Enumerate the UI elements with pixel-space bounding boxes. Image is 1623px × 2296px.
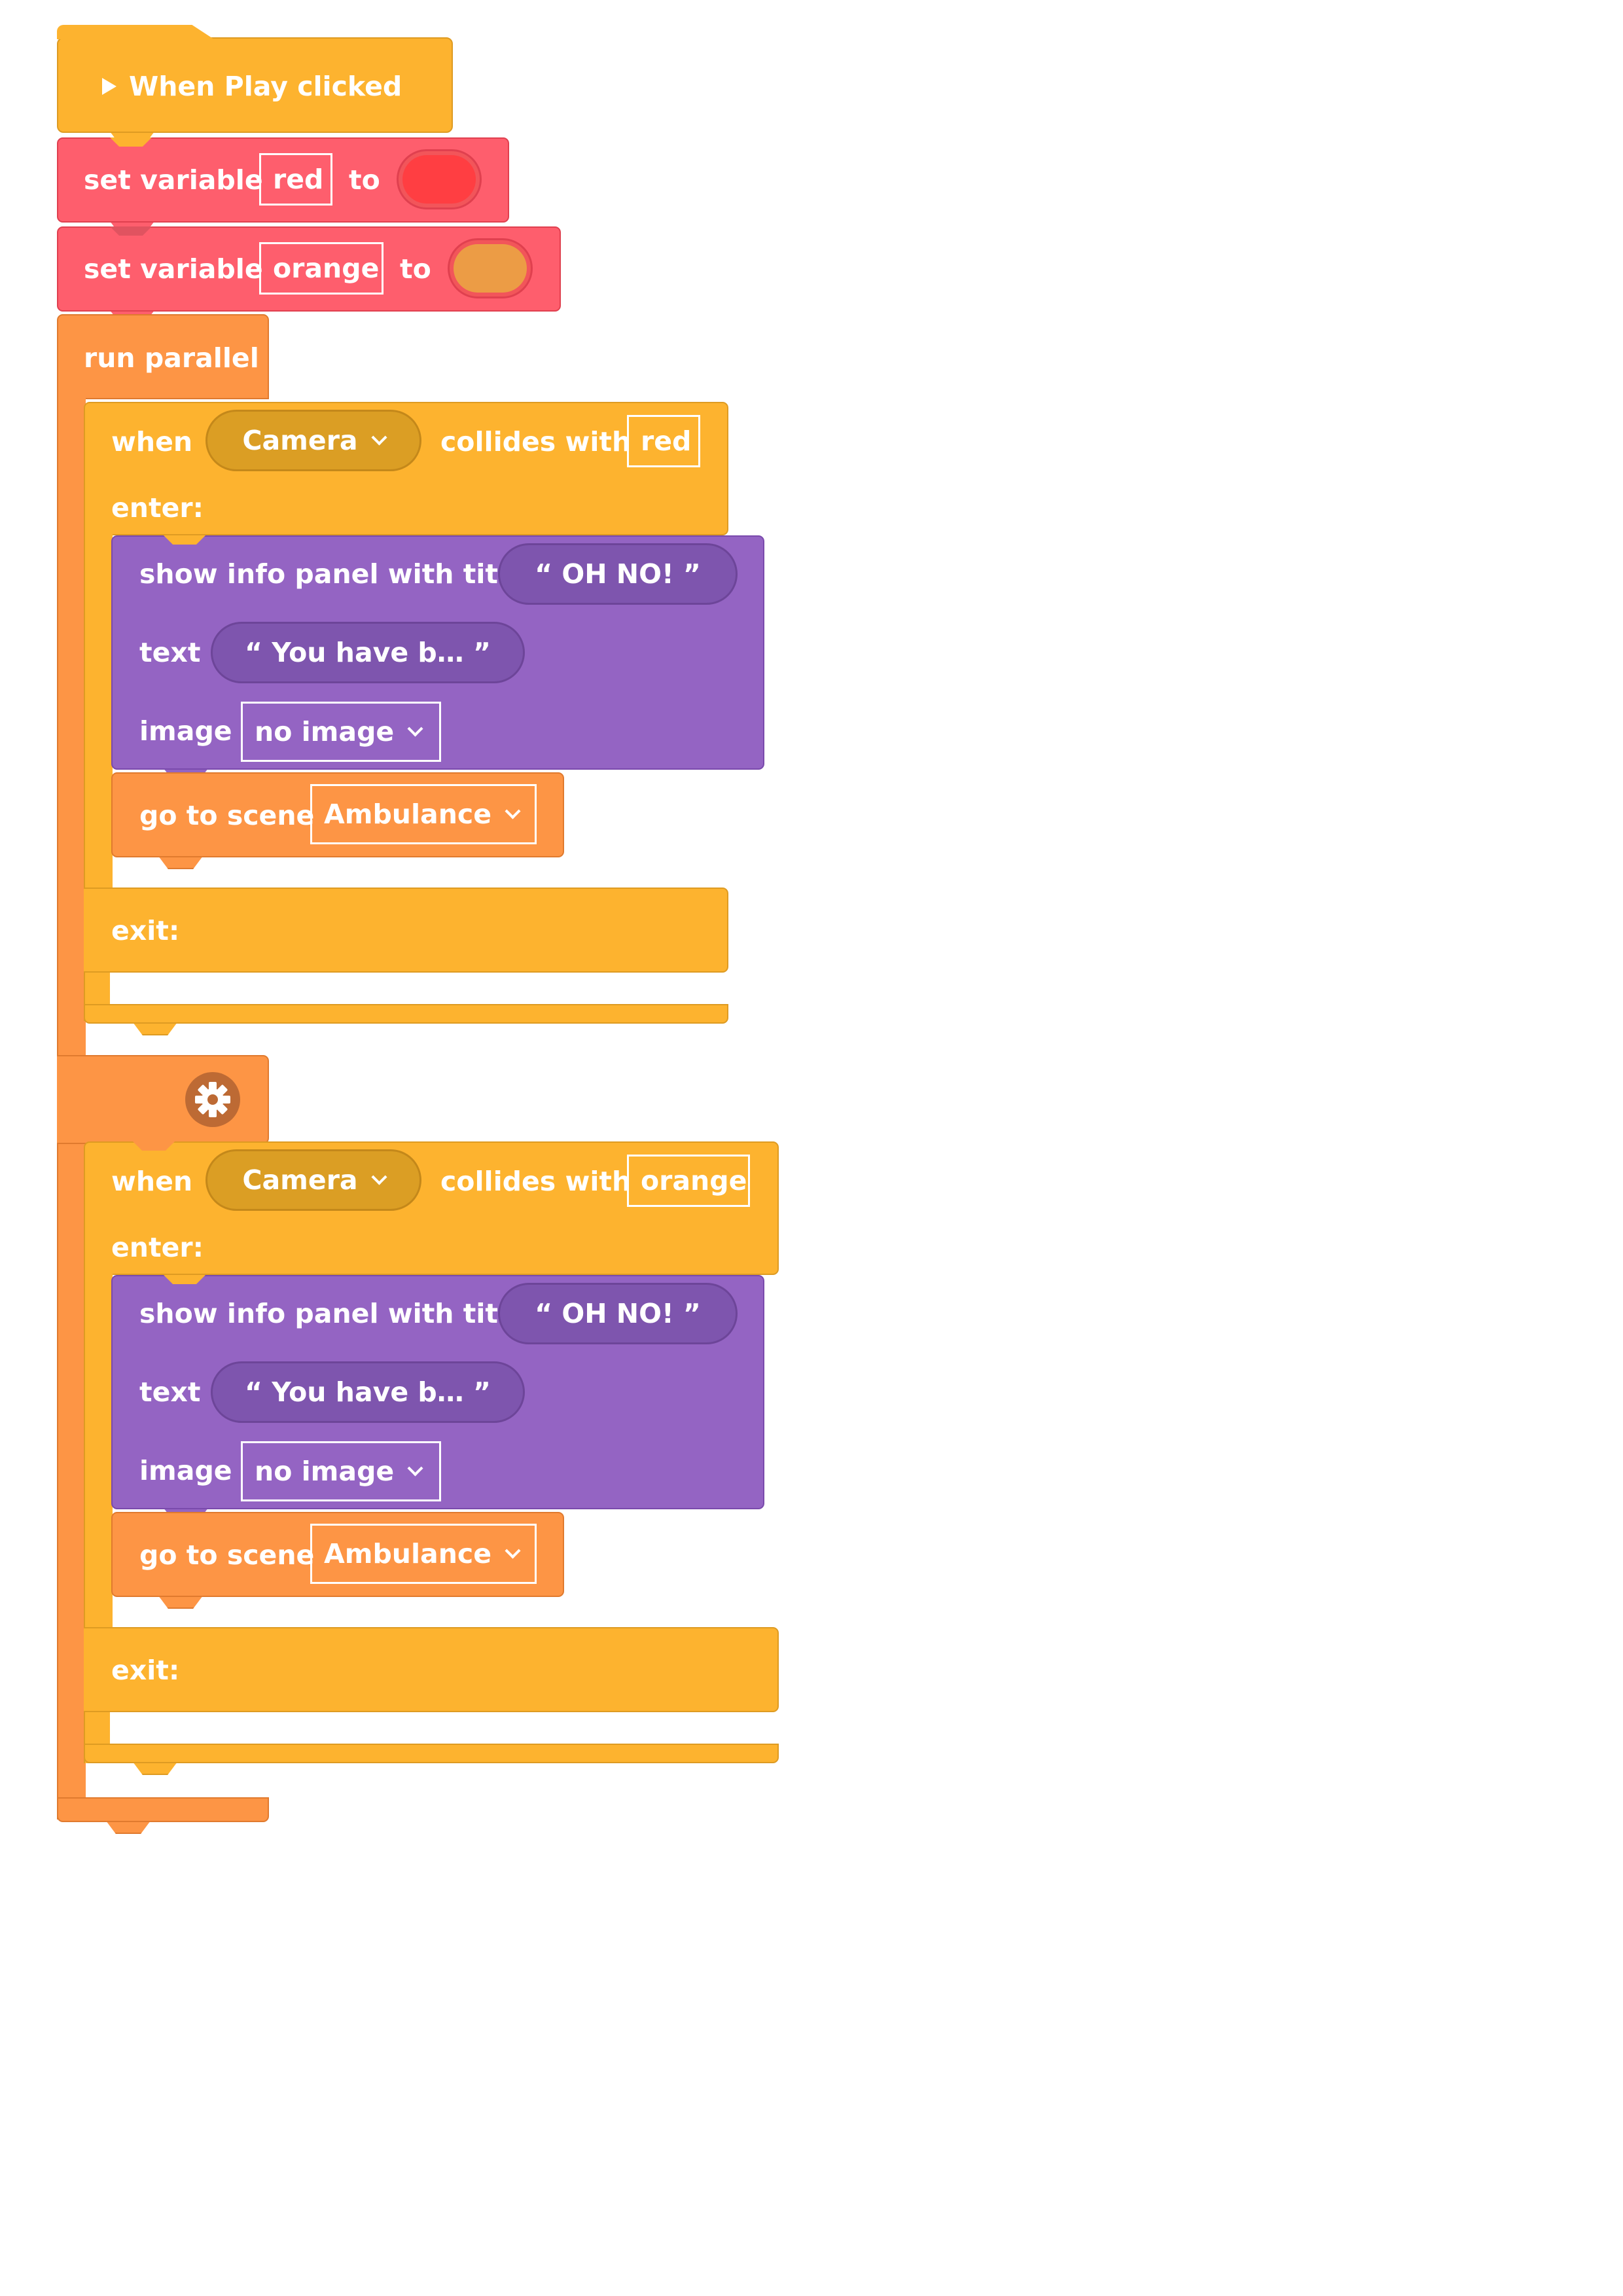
exit-empty-slot-2 [110, 1712, 781, 1745]
info-panel-label: show info panel with title [139, 558, 526, 590]
chevron-down-icon [371, 429, 387, 446]
when-label: when [111, 426, 193, 457]
text-label: text [139, 1376, 201, 1408]
run-parallel-bottom-nub [106, 1821, 151, 1834]
object-dropdown-value: Camera [242, 425, 358, 456]
play-icon [102, 78, 116, 95]
notch-cut [164, 1275, 205, 1284]
when-label: when [111, 1166, 193, 1197]
exit-label: exit: [111, 915, 180, 946]
color-swatch-orange-fill [454, 244, 527, 293]
image-dropdown-value: no image [255, 716, 395, 747]
to-label: to [349, 164, 380, 196]
scene-dropdown-value: Ambulance [324, 1538, 492, 1570]
exit-section-1 [84, 888, 728, 973]
to-label: to [400, 253, 431, 285]
chevron-down-icon [407, 1460, 423, 1477]
collision-2-bottom-nub [133, 1762, 177, 1775]
collision-1-bottom-nub [133, 1022, 177, 1035]
collision-1-bottom [84, 1004, 728, 1024]
object-dropdown[interactable]: Camera [205, 410, 421, 471]
chevron-down-icon [407, 720, 423, 737]
image-label: image [139, 1455, 232, 1486]
title-string-pill[interactable]: “ OH NO! ” [498, 1283, 738, 1344]
exit-section-2 [84, 1627, 779, 1712]
collision-block-2[interactable] [84, 1141, 779, 1275]
enter-label: enter: [111, 492, 204, 524]
variable-name-field[interactable]: red [259, 153, 332, 206]
gear-button[interactable] [185, 1072, 240, 1127]
collides-with-label: collides with [440, 1166, 632, 1197]
object-dropdown-value: Camera [242, 1164, 358, 1196]
title-string-pill[interactable]: “ OH NO! ” [498, 543, 738, 605]
enter-label: enter: [111, 1232, 204, 1263]
scene-dropdown-value: Ambulance [324, 798, 492, 830]
text-label: text [139, 637, 201, 668]
chevron-down-icon [505, 802, 521, 819]
set-variable-label: set variable [84, 253, 263, 285]
gear-icon [195, 1082, 230, 1117]
collision-2-bottom [84, 1744, 779, 1763]
collides-with-label: collides with [440, 426, 632, 457]
when-play-clicked-block[interactable] [57, 37, 453, 133]
variable-name-field[interactable]: orange [259, 242, 383, 295]
go-to-scene-bottom-nub [158, 1596, 203, 1609]
go-to-scene-label: go to scene [139, 800, 315, 831]
run-parallel-label: run parallel [84, 342, 259, 374]
text-string-pill[interactable]: “ You have b… ” [211, 622, 525, 683]
collision-target-field[interactable]: orange [627, 1155, 750, 1207]
go-to-scene-bottom-nub [158, 856, 203, 869]
chevron-down-icon [371, 1168, 387, 1185]
scene-dropdown[interactable]: Ambulance [310, 784, 537, 844]
hat-top-notch [57, 25, 214, 39]
image-dropdown-value: no image [255, 1456, 395, 1487]
chevron-down-icon [505, 1542, 521, 1559]
text-string-pill[interactable]: “ You have b… ” [211, 1361, 525, 1423]
scene-dropdown[interactable]: Ambulance [310, 1524, 537, 1584]
set-variable-label: set variable [84, 164, 263, 196]
image-dropdown[interactable]: no image [241, 702, 441, 762]
object-dropdown[interactable]: Camera [205, 1149, 421, 1211]
exit-label: exit: [111, 1655, 180, 1686]
exit-empty-slot-1 [110, 973, 730, 1005]
color-swatch-red-fill [402, 155, 476, 204]
color-swatch-orange[interactable] [448, 238, 533, 298]
image-dropdown[interactable]: no image [241, 1441, 441, 1501]
run-parallel-bottom [57, 1797, 269, 1822]
notch-cut [110, 226, 152, 236]
notch-cut [110, 137, 152, 147]
collision-target-field[interactable]: red [627, 415, 700, 467]
run-parallel-block[interactable] [57, 314, 269, 399]
notch-cut [133, 1141, 175, 1151]
info-panel-label: show info panel with title [139, 1298, 526, 1329]
image-label: image [139, 715, 232, 747]
color-swatch-red[interactable] [397, 149, 482, 209]
notch-cut [164, 535, 205, 545]
go-to-scene-label: go to scene [139, 1539, 315, 1571]
hat-label: When Play clicked [129, 71, 402, 102]
